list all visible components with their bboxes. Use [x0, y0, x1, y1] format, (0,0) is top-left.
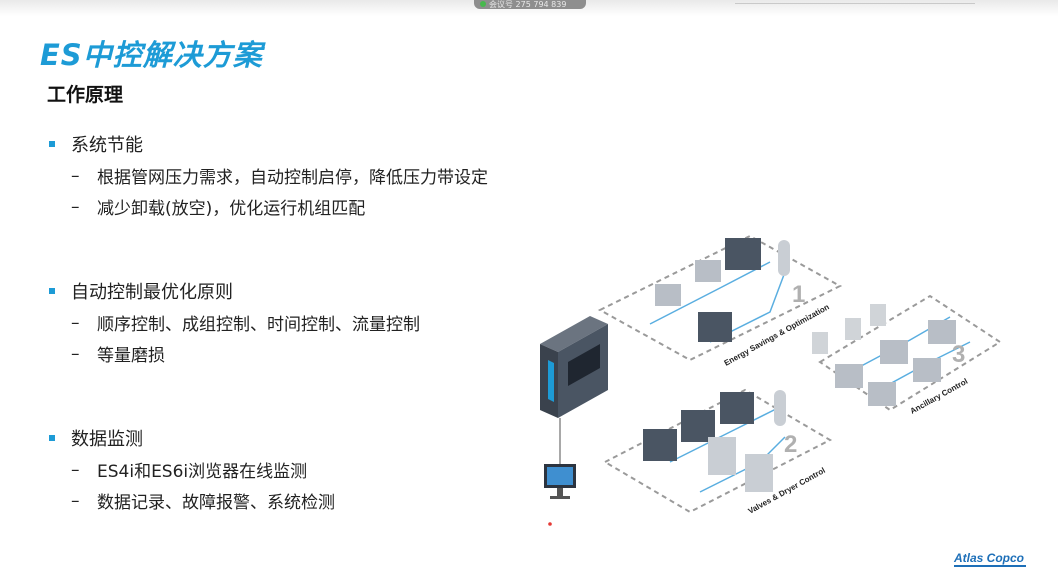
bullet-heading: 系统节能	[49, 132, 488, 156]
zone-3-boundary	[818, 294, 1002, 412]
bullet-heading-text: 系统节能	[71, 135, 143, 156]
sub-item-text: 根据管网压力需求，自动控制启停，降低压力带设定	[97, 168, 488, 188]
sub-item: –等量磨损	[71, 342, 420, 367]
logo-text: Atlas Copco	[953, 551, 1024, 565]
zone-3-label: Ancillary Control	[909, 377, 970, 416]
dash-marker: –	[71, 312, 80, 333]
zone-1-compressors	[655, 238, 790, 342]
meeting-id-text: 会议号 275 794 839	[489, 0, 567, 9]
status-dot-icon	[480, 1, 486, 7]
sub-item: –减少卸载(放空)，优化运行机组匹配	[71, 195, 488, 220]
sub-item: –ES4i和ES6i浏览器在线监测	[71, 458, 335, 483]
bullet-heading: 数据监测	[49, 426, 335, 450]
zone-3-number: 3	[952, 341, 965, 368]
sub-item-text: 等量磨损	[97, 346, 165, 366]
slide-subtitle: 工作原理	[47, 84, 124, 106]
sub-item-text: 减少卸载(放空)，优化运行机组匹配	[97, 199, 366, 219]
window-top-divider	[735, 0, 975, 4]
bullet-heading-text: 自动控制最优化原则	[71, 282, 233, 303]
section-data-monitoring: 数据监测 –ES4i和ES6i浏览器在线监测 –数据记录、故障报警、系统检测	[49, 426, 335, 514]
bullet-heading-text: 数据监测	[71, 429, 143, 450]
bullet-square-icon	[49, 141, 55, 147]
sub-item: –数据记录、故障报警、系统检测	[71, 489, 335, 514]
dash-marker: –	[71, 459, 80, 480]
zone-2-number: 2	[784, 431, 797, 458]
monitor-icon	[544, 464, 576, 499]
sub-item-text: 数据记录、故障报警、系统检测	[97, 493, 335, 513]
system-diagram: 1 2 3 Energy Savings & Optimization Valv…	[540, 234, 1002, 526]
dash-marker: –	[71, 343, 80, 364]
atlas-copco-logo: Atlas Copco	[953, 551, 1026, 567]
zone-2-boundary	[602, 388, 833, 514]
zone-3-units	[812, 304, 956, 406]
sub-item-text: ES4i和ES6i浏览器在线监测	[97, 462, 308, 482]
bullet-heading: 自动控制最优化原则	[49, 279, 420, 303]
bullet-square-icon	[49, 288, 55, 294]
sub-item-text: 顺序控制、成组控制、时间控制、流量控制	[97, 315, 420, 335]
dash-marker: –	[71, 165, 80, 186]
zone-2-compressors	[643, 390, 786, 492]
zone-1-number: 1	[792, 281, 805, 308]
dash-marker: –	[71, 490, 80, 511]
section-energy-saving: 系统节能 –根据管网压力需求，自动控制启停，降低压力带设定 –减少卸载(放空)，…	[49, 132, 488, 220]
sub-item: –顺序控制、成组控制、时间控制、流量控制	[71, 311, 420, 336]
sub-item: –根据管网压力需求，自动控制启停，降低压力带设定	[71, 164, 488, 189]
section-auto-control: 自动控制最优化原则 –顺序控制、成组控制、时间控制、流量控制 –等量磨损	[49, 279, 420, 367]
es-controller-cabinet	[540, 316, 608, 418]
dash-marker: –	[71, 196, 80, 217]
bullet-square-icon	[49, 435, 55, 441]
slide-title: ES中控解决方案	[40, 38, 263, 72]
red-dot	[548, 522, 552, 526]
meeting-id-bar[interactable]: 会议号 275 794 839	[474, 0, 586, 9]
